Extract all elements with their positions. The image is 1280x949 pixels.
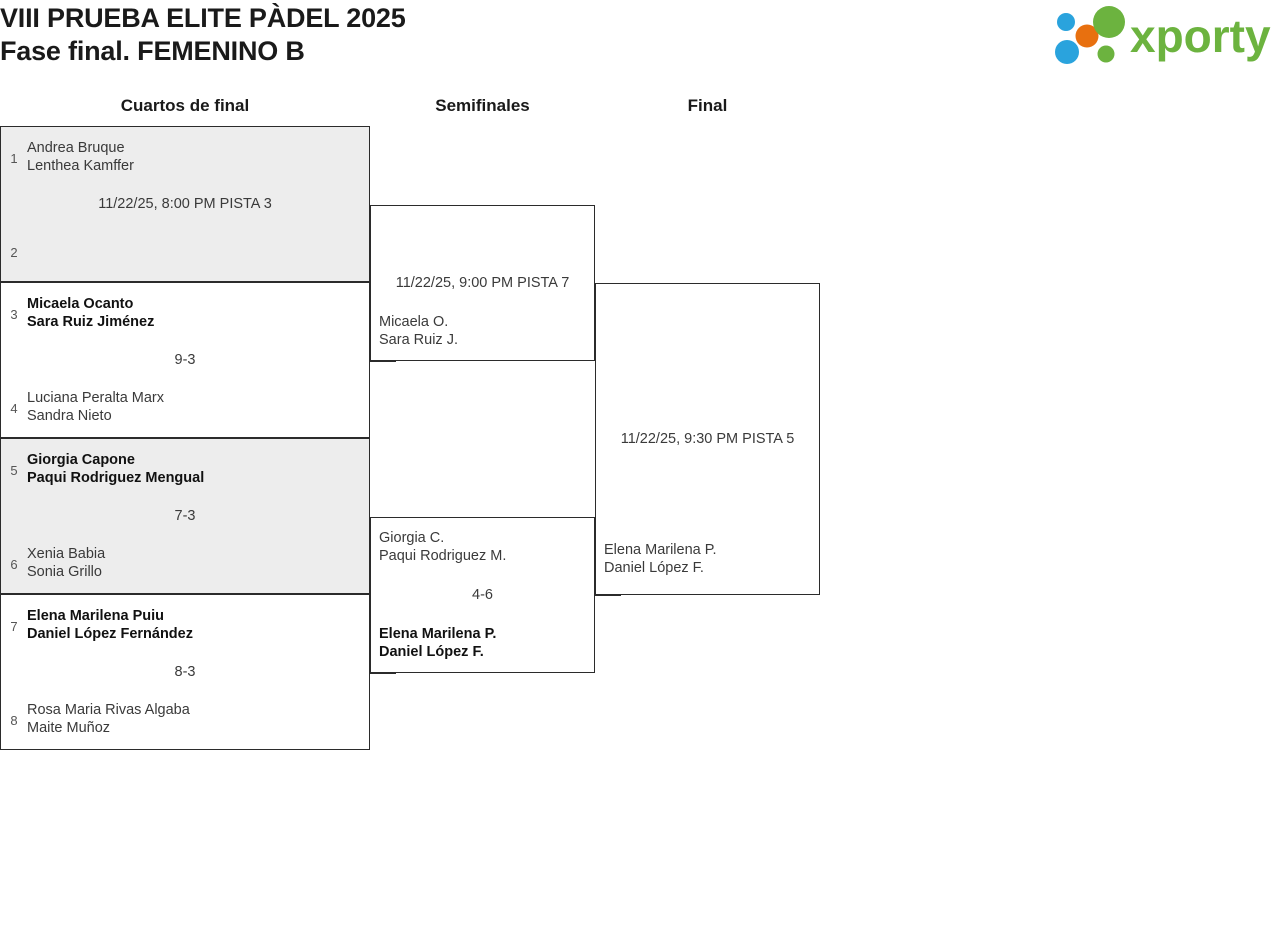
match-slot-top[interactable]: Giorgia C. Paqui Rodriguez M. (371, 526, 594, 568)
round-header-final: Final (687, 96, 728, 115)
match-info: 11/22/25, 9:00 PM PISTA 7 (395, 275, 570, 291)
player-name-2: Paqui Rodriguez Mengual (27, 470, 205, 486)
logo-dot-orange (1075, 24, 1099, 48)
player-name-2: Daniel López Fernández (27, 626, 193, 642)
seed-number: 6 (10, 556, 18, 572)
match-slot-bottom[interactable]: 4 Luciana Peralta Marx Sandra Nieto (1, 385, 369, 429)
logo-dot-blue-top (1057, 13, 1075, 31)
player-name-2: Sara Ruiz Jiménez (27, 314, 155, 330)
seed-number: 5 (10, 462, 18, 478)
logo-wordmark: xporty (1130, 10, 1271, 62)
match-final[interactable]: 11/22/25, 9:30 PM PISTA 5 Elena Marilena… (595, 283, 820, 595)
player-name-1: Giorgia C. (379, 530, 445, 546)
player-name-2: Sandra Nieto (27, 408, 112, 424)
match-slot-top[interactable]: 5 Giorgia Capone Paqui Rodriguez Mengual (1, 447, 369, 491)
player-name-2: Daniel López F. (379, 644, 484, 660)
match-slot-top[interactable] (371, 214, 594, 256)
player-name-2: Lenthea Kamffer (27, 158, 134, 174)
player-name-1: Micaela Ocanto (27, 296, 134, 312)
round-header-semifinals: Semifinales (435, 96, 530, 115)
connector-qf4-sf2 (370, 673, 396, 674)
player-name-1: Rosa Maria Rivas Algaba (27, 702, 190, 718)
seed-number: 3 (10, 306, 18, 322)
match-slot-bottom[interactable]: Elena Marilena P. Daniel López F. (371, 622, 594, 664)
player-name-1: Andrea Bruque (27, 140, 125, 156)
player-names: Elena Marilena P. Daniel López F. (596, 541, 819, 577)
xporty-logo[interactable]: xporty (1052, 4, 1276, 68)
player-name-1: Elena Marilena P. (379, 626, 497, 642)
player-name-2: Maite Muñoz (27, 720, 111, 736)
player-name-1: Luciana Peralta Marx (27, 390, 165, 406)
logo-dot-green-small (1097, 45, 1115, 63)
match-semifinal-1[interactable]: 11/22/25, 9:00 PM PISTA 7 Micaela O. Sar… (370, 205, 595, 361)
match-quarterfinal-2[interactable]: 3 Micaela Ocanto Sara Ruiz Jiménez 9-3 4… (0, 282, 370, 438)
match-slot-bottom[interactable]: 6 Xenia Babia Sonia Grillo (1, 541, 369, 585)
player-names: Giorgia C. Paqui Rodriguez M. (371, 529, 594, 565)
match-score: 9-3 (174, 352, 196, 368)
match-slot-top[interactable]: 7 Elena Marilena Puiu Daniel López Ferná… (1, 603, 369, 647)
player-name-2: Daniel López F. (604, 560, 704, 576)
player-name-2: Sara Ruiz J. (379, 332, 458, 348)
player-names: Giorgia Capone Paqui Rodriguez Mengual (27, 451, 369, 487)
player-name-1: Elena Marilena Puiu (27, 608, 164, 624)
match-semifinal-2[interactable]: Giorgia C. Paqui Rodriguez M. 4-6 Elena … (370, 517, 595, 673)
match-score: 7-3 (174, 508, 196, 524)
seed-number: 2 (10, 244, 18, 260)
player-name-1: Micaela O. (379, 314, 449, 330)
tournament-subtitle: Fase final. FEMENINO B (0, 36, 305, 66)
player-names: Micaela Ocanto Sara Ruiz Jiménez (27, 295, 369, 331)
match-quarterfinal-3[interactable]: 5 Giorgia Capone Paqui Rodriguez Mengual… (0, 438, 370, 594)
page-header: VIII PRUEBA ELITE PÀDEL 2025 Fase final.… (0, 0, 1280, 80)
match-quarterfinal-4[interactable]: 7 Elena Marilena Puiu Daniel López Ferná… (0, 594, 370, 750)
tournament-title: VIII PRUEBA ELITE PÀDEL 2025 (0, 3, 406, 33)
player-name-2: Sonia Grillo (27, 564, 102, 580)
player-names: Elena Marilena Puiu Daniel López Fernánd… (27, 607, 369, 643)
seed-number: 7 (10, 618, 18, 634)
match-slot-top[interactable]: 3 Micaela Ocanto Sara Ruiz Jiménez (1, 291, 369, 335)
logo-dot-green-large (1093, 6, 1125, 38)
player-names: Rosa Maria Rivas Algaba Maite Muñoz (27, 701, 369, 737)
match-score: 4-6 (472, 587, 493, 603)
player-names: Elena Marilena P. Daniel López F. (371, 625, 594, 661)
title-block: VIII PRUEBA ELITE PÀDEL 2025 Fase final.… (0, 2, 406, 68)
match-info: 11/22/25, 9:30 PM PISTA 5 (620, 431, 795, 447)
match-slot-bottom[interactable]: 8 Rosa Maria Rivas Algaba Maite Muñoz (1, 697, 369, 741)
match-slot-bottom[interactable]: Micaela O. Sara Ruiz J. (371, 310, 594, 352)
player-name-1: Elena Marilena P. (604, 542, 717, 558)
player-name-1: Xenia Babia (27, 546, 106, 562)
match-info: 11/22/25, 8:00 PM PISTA 3 (98, 196, 272, 212)
match-slot-top[interactable]: 1 Andrea Bruque Lenthea Kamffer (1, 135, 369, 179)
xporty-logo-svg: xporty (1055, 6, 1271, 64)
connector-qf2-sf1 (370, 361, 396, 362)
player-names: Micaela O. Sara Ruiz J. (371, 313, 594, 349)
player-name-2: Paqui Rodriguez M. (379, 548, 507, 564)
player-names: Andrea Bruque Lenthea Kamffer (27, 139, 369, 175)
player-names: Xenia Babia Sonia Grillo (27, 545, 369, 581)
match-score: 8-3 (174, 664, 196, 680)
player-name-1: Giorgia Capone (27, 452, 135, 468)
match-slot-bottom[interactable]: 2 (1, 229, 369, 273)
match-slot-bottom[interactable]: Elena Marilena P. Daniel López F. (596, 538, 819, 580)
connector-sf2-final (595, 595, 621, 596)
logo-dot-blue-bottom (1055, 40, 1079, 64)
seed-number: 4 (10, 400, 18, 416)
round-header-quarterfinals: Cuartos de final (120, 96, 250, 115)
seed-number: 8 (10, 712, 18, 728)
seed-number: 1 (10, 150, 18, 166)
match-quarterfinal-1[interactable]: 1 Andrea Bruque Lenthea Kamffer 11/22/25… (0, 126, 370, 282)
player-names: Luciana Peralta Marx Sandra Nieto (27, 389, 369, 425)
match-slot-top[interactable] (596, 298, 819, 340)
